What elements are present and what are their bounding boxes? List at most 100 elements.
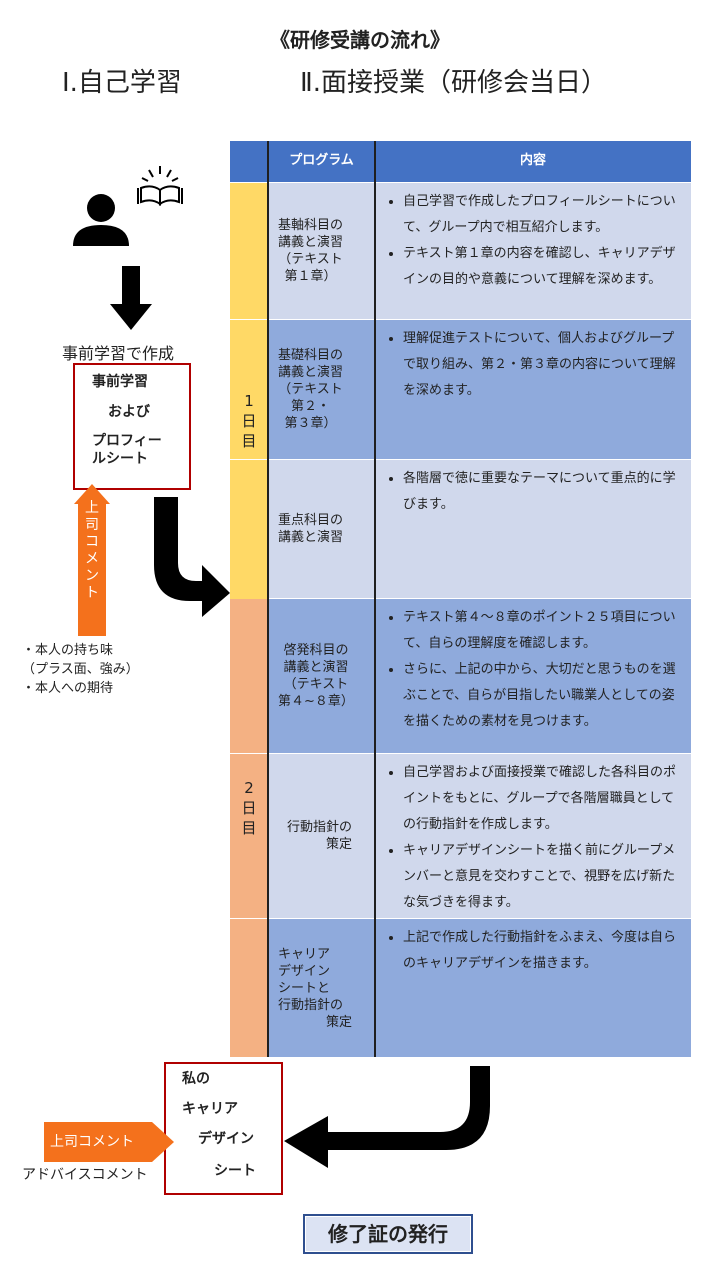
program-line: 第２・ <box>291 399 331 414</box>
day-1-cell: 1 日 目 <box>230 183 268 599</box>
note-line: ・本人への期待 <box>22 681 114 696</box>
program-line: 第４~８章） <box>278 694 354 709</box>
career-design-box: 私の キャリア デザイン シート <box>164 1062 283 1195</box>
program-text: キャリア デザイン シートと 行動指針の 策定 <box>278 946 352 1031</box>
day-2-cell: 2 日 目 <box>230 599 268 1057</box>
certificate-issue-box: 修了証の発行 <box>303 1214 473 1254</box>
section-self-study: Ⅰ.自己学習 <box>62 68 182 98</box>
program-text: 行動指針の 策定 <box>278 819 352 853</box>
content-cell: 各階層で徳に重要なテーマについて重点的に学びます。 <box>375 460 691 599</box>
program-line: 策定 <box>325 1014 352 1030</box>
program-line: 講義と演習 <box>283 660 349 675</box>
career-line-1: 私の <box>182 1071 210 1087</box>
down-arrow-icon <box>110 266 152 330</box>
left-curved-arrow-icon <box>284 1066 490 1168</box>
program-line: 行動指針の <box>278 997 344 1013</box>
person-reading-illustration <box>73 166 183 246</box>
program-line: 基礎科目の <box>278 348 344 363</box>
program-line: 行動指針の <box>286 820 352 835</box>
boss-comment-char: メ <box>85 551 99 567</box>
content-item: 自己学習で作成したプロフィールシートについて、グループ内で相互紹介します。 <box>403 189 683 241</box>
content-item: テキスト第１章の内容を確認し、キャリアデザインの目的や意義について理解を深めます… <box>403 241 683 293</box>
boss-comment-vertical: 上 司 コ メ ン ト <box>80 500 104 602</box>
content-item: さらに、上記の中から、大切だと思うものを選ぶことで、自らが目指したい職業人として… <box>403 657 683 735</box>
program-line: 基軸科目の <box>278 218 344 233</box>
content-item: テキスト第４～８章のポイント２５項目について、自らの理解度を確認します。 <box>403 605 683 657</box>
day-char: 日 <box>241 799 257 817</box>
day-char: 目 <box>241 819 257 837</box>
program-text: 基軸科目の 講義と演習 （テキスト 第１章） <box>278 217 343 285</box>
program-line: 講義と演習 <box>278 365 344 380</box>
program-table: プログラム 内容 1 日 目 2 日 目 基軸科目の 講義と演習 （テキスト 第… <box>230 141 691 1057</box>
program-line: 重点科目の <box>278 513 344 528</box>
boss-comment-char: ト <box>85 585 99 601</box>
advice-comment-label: アドバイスコメント <box>22 1167 148 1183</box>
day-char: 目 <box>241 432 257 450</box>
content-cell: テキスト第４～８章のポイント２５項目について、自らの理解度を確認します。 さらに… <box>375 599 691 754</box>
prestudy-caption: 事前学習で作成 <box>62 344 175 363</box>
header-content: 内容 <box>375 141 691 183</box>
career-line-2: キャリア <box>182 1101 238 1117</box>
prestudy-line-2: および <box>108 404 150 420</box>
prestudy-line-4: ルシート <box>92 451 148 467</box>
content-cell: 自己学習で作成したプロフィールシートについて、グループ内で相互紹介します。 テキ… <box>375 183 691 320</box>
boss-comment-char: ン <box>85 568 99 584</box>
program-cell: 重点科目の 講義と演習 <box>268 460 375 599</box>
program-line: 策定 <box>325 837 352 852</box>
column-divider <box>374 141 376 1057</box>
program-line: 講義と演習 <box>278 530 344 545</box>
day-divider <box>230 753 268 754</box>
boss-comment-char: 上 <box>85 500 99 516</box>
career-line-4: シート <box>214 1163 256 1179</box>
content-cell: 理解促進テストについて、個人およびグループで取り組み、第２・第３章の内容について… <box>375 320 691 460</box>
right-arrow-icon <box>44 1122 174 1162</box>
prestudy-box: 事前学習 および プロフィー ルシート <box>73 363 191 490</box>
book-icon <box>137 166 183 206</box>
program-text: 啓発科目の 講義と演習 （テキスト 第４~８章） <box>278 642 354 710</box>
program-text: 重点科目の 講義と演習 <box>278 512 343 546</box>
program-line: 啓発科目の <box>283 643 349 658</box>
content-item: 自己学習および面接授業で確認した各科目のポイントをもとに、グループで各階層職員と… <box>403 760 683 838</box>
day-2-label: 2 日 目 <box>230 778 268 838</box>
content-item: 理解促進テストについて、個人およびグループで取り組み、第２・第３章の内容について… <box>403 326 683 404</box>
program-line: （テキスト <box>278 382 343 397</box>
day-divider <box>230 319 268 320</box>
program-line: 第３章） <box>284 416 337 431</box>
content-item: 上記で作成した行動指針をふまえ、今度は自らのキャリアデザインを描きます。 <box>403 925 683 977</box>
boss-comment-label: 上司コメント <box>50 1134 134 1150</box>
note-line: （プラス面、強み） <box>22 662 139 677</box>
program-line: デザイン <box>278 963 331 979</box>
person-icon <box>73 194 129 246</box>
program-line: （テキスト <box>283 677 349 692</box>
program-line: （テキスト <box>278 252 343 267</box>
day-char: 2 <box>244 779 254 797</box>
section-interview: Ⅱ.面接授業（研修会当日） <box>300 68 608 98</box>
header-program: プログラム <box>268 141 375 183</box>
program-line: 講義と演習 <box>278 235 344 250</box>
notes: ・本人の持ち味 （プラス面、強み） ・本人への期待 <box>22 641 139 698</box>
program-line: キャリア <box>278 946 331 962</box>
header-day-cell <box>230 141 268 183</box>
program-text: 基礎科目の 講義と演習 （テキスト 第２・ 第３章） <box>278 347 343 432</box>
day-char: 日 <box>241 412 257 430</box>
content-cell: 自己学習および面接授業で確認した各科目のポイントをもとに、グループで各階層職員と… <box>375 754 691 919</box>
day-1-label: 1 日 目 <box>230 391 268 451</box>
program-cell: キャリア デザイン シートと 行動指針の 策定 <box>268 919 375 1057</box>
program-cell: 啓発科目の 講義と演習 （テキスト 第４~８章） <box>268 599 375 754</box>
content-item: 各階層で徳に重要なテーマについて重点的に学びます。 <box>403 466 683 518</box>
curved-arrow-icon <box>154 497 230 617</box>
program-line: 第１章） <box>284 269 337 284</box>
content-cell: 上記で作成した行動指針をふまえ、今度は自らのキャリアデザインを描きます。 <box>375 919 691 1057</box>
page-title: 《研修受講の流れ》 <box>270 28 450 52</box>
program-cell: 基礎科目の 講義と演習 （テキスト 第２・ 第３章） <box>268 320 375 460</box>
program-cell: 行動指針の 策定 <box>268 754 375 919</box>
program-cell: 基軸科目の 講義と演習 （テキスト 第１章） <box>268 183 375 320</box>
prestudy-line-3: プロフィー <box>92 433 162 449</box>
note-line: ・本人の持ち味 <box>22 643 114 658</box>
career-line-3: デザイン <box>198 1131 254 1147</box>
day-divider <box>230 918 268 919</box>
boss-comment-char: コ <box>85 534 99 550</box>
day-char: 1 <box>244 392 254 410</box>
program-line: シートと <box>278 980 331 996</box>
content-item: キャリアデザインシートを描く前にグループメンバーと意見を交わすことで、視野を広げ… <box>403 838 683 916</box>
